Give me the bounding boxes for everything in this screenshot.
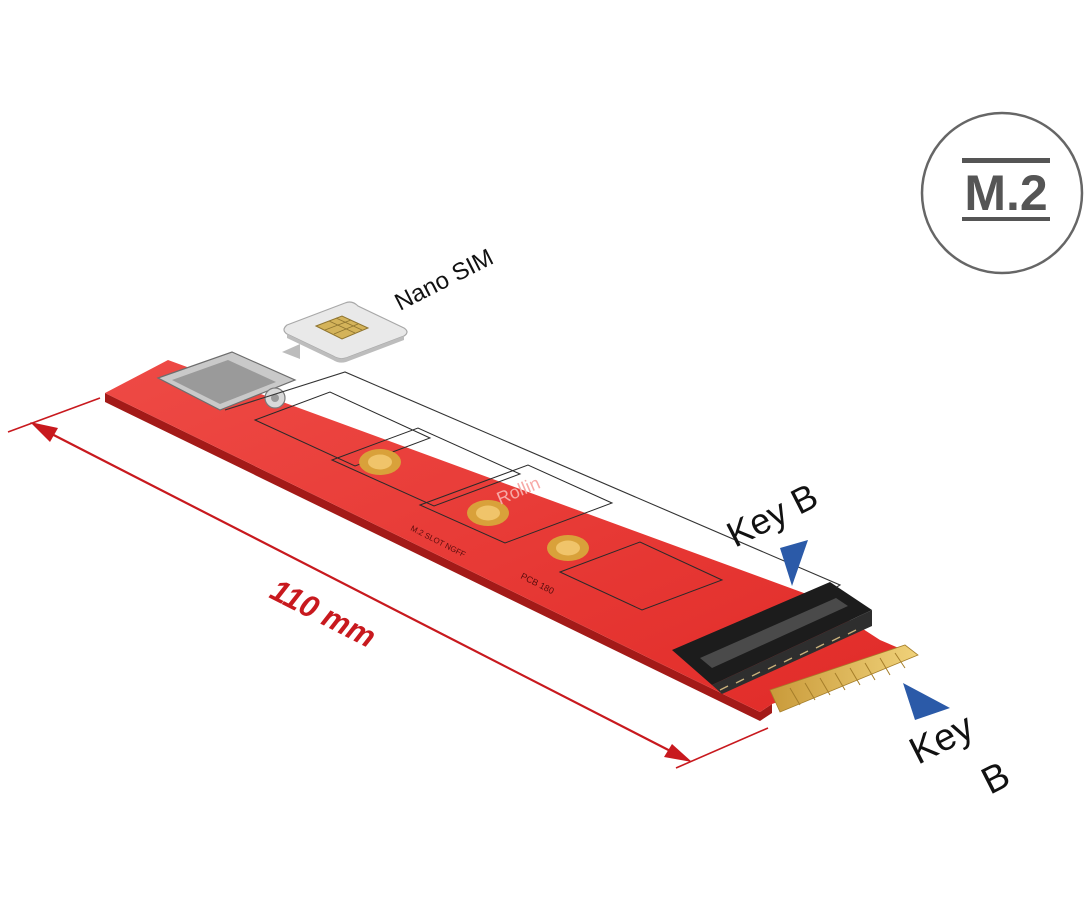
sim-insert-arrow (282, 344, 300, 359)
sim-slot-inner (172, 360, 276, 404)
badge-circle (920, 111, 1084, 275)
outline-box-2 (330, 427, 522, 507)
pcb-board: Rollin PCB 180 M.2 SLOT NGFF (105, 351, 919, 721)
key-b-top-label: Key B (720, 475, 824, 555)
sim-chip (314, 315, 370, 340)
badge-overline (962, 158, 1050, 163)
mounting-screw-core (271, 394, 279, 402)
mounting-hole-3 (547, 535, 589, 561)
sim-side (287, 334, 404, 363)
key-b-bottom-label-2: B (975, 754, 1017, 803)
nano-sim-label: Nano SIM (390, 244, 497, 317)
key-b-indicator-bottom: Key B (903, 683, 1017, 803)
sim-chip-lines (324, 317, 363, 335)
gold-contact-lines (789, 652, 906, 706)
dimension-line (39, 427, 685, 759)
outline-box-1 (253, 391, 432, 467)
pcb-surface (105, 360, 915, 712)
badge-text: M.2 (964, 165, 1047, 221)
dimension-arrow-right (664, 744, 692, 762)
m2-socket-pins (719, 629, 857, 691)
m2-socket-front (712, 610, 872, 694)
dimension-label: 110 mm (265, 572, 382, 655)
gold-contacts (769, 644, 919, 713)
nano-sim-card (282, 301, 408, 363)
pcb-edge (105, 393, 772, 721)
mounting-hole-1 (359, 449, 401, 475)
dimension-ext-right (675, 727, 769, 769)
badge-underline (962, 217, 1050, 221)
m2-badge: M.2 (920, 111, 1084, 275)
key-b-bottom-arrow (903, 683, 950, 720)
dimension-arrow-left (30, 422, 58, 442)
outline-box-4 (558, 541, 724, 611)
key-b-top-arrow (780, 540, 808, 586)
mounting-hole-2 (467, 500, 509, 526)
outline-box-3 (418, 464, 614, 544)
dimension-ext-left (7, 397, 101, 433)
m2-socket-slot (700, 598, 848, 668)
